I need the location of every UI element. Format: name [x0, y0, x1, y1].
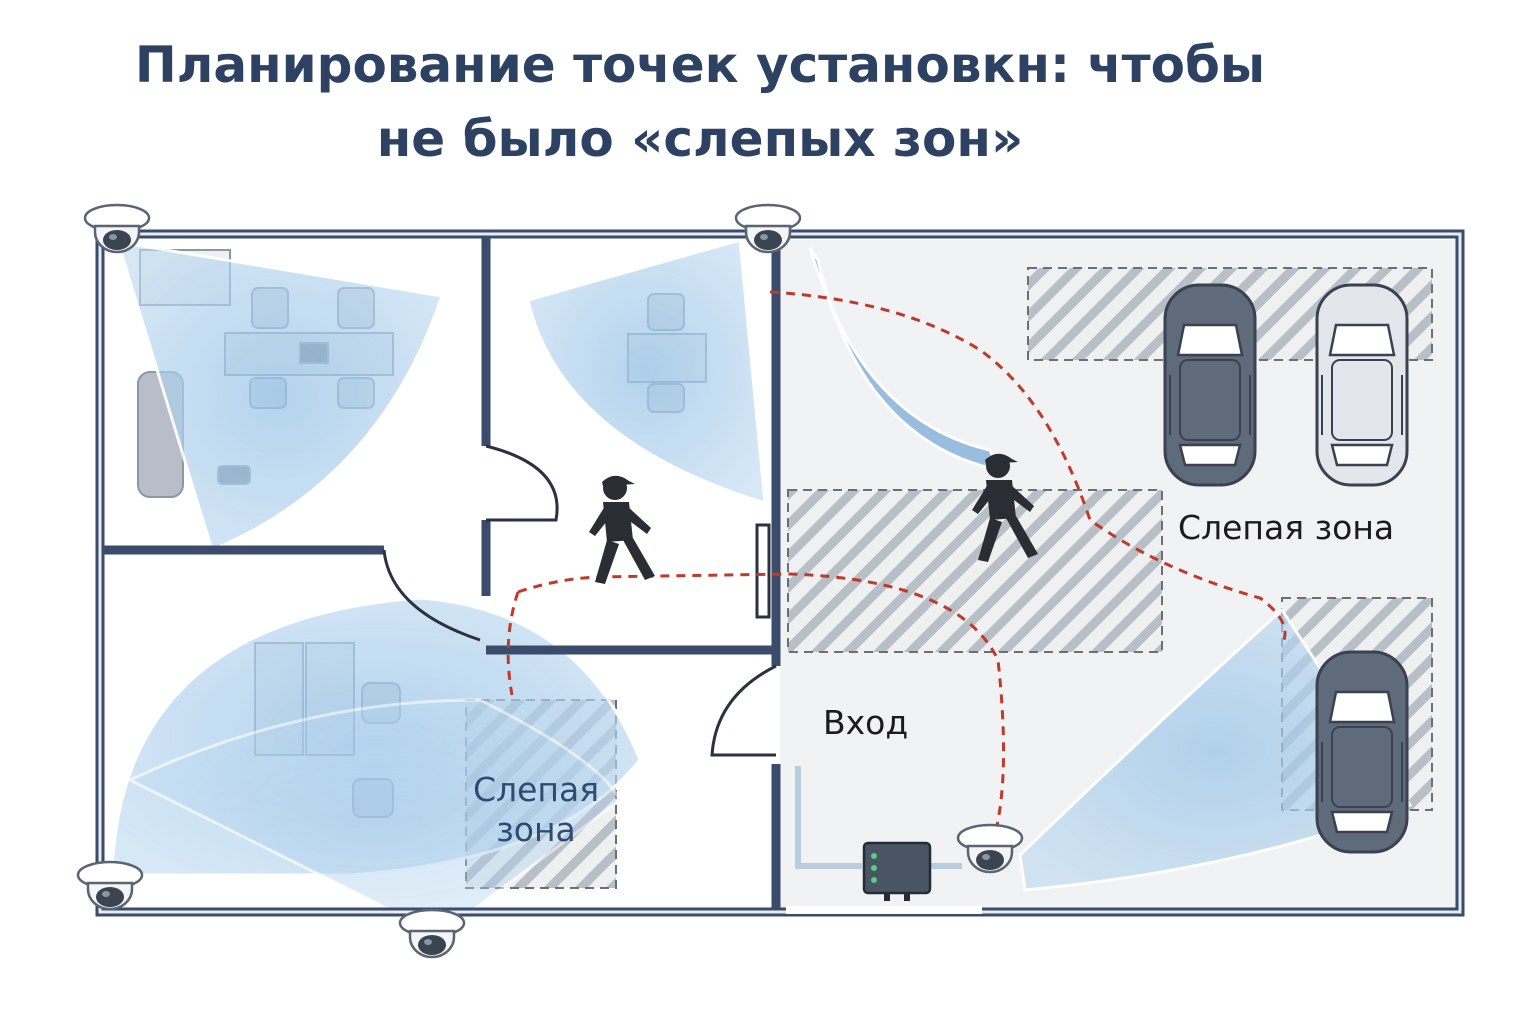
entrance-label: Вход [823, 703, 909, 742]
blind-zone-label-room: Слепая зона [466, 770, 606, 850]
cabling [795, 766, 962, 869]
title-line-1: Планирование точек установкн: чтобы [134, 36, 1266, 94]
door-icon [710, 664, 777, 757]
intruder-route [506, 290, 1287, 831]
title-line-2: не было «слепых зон» [376, 110, 1024, 168]
door-icon [382, 549, 481, 642]
blind-zone-label-line-1: Слепая [472, 770, 600, 809]
door-icon [485, 444, 559, 522]
doors [382, 444, 982, 914]
dvr-recorder-icon [862, 841, 932, 901]
dome-camera-icon [398, 908, 466, 959]
car-icon [1315, 650, 1409, 854]
blind-zone-label-garage: Слепая зона [1178, 508, 1395, 547]
blind-zone-label-line-2: зона [496, 810, 576, 849]
car-icon [1315, 283, 1409, 487]
camera-coverage [110, 238, 1413, 937]
car-icon [1163, 283, 1257, 487]
diagram-title: Планирование точек установкн: чтобы не б… [0, 28, 1400, 176]
